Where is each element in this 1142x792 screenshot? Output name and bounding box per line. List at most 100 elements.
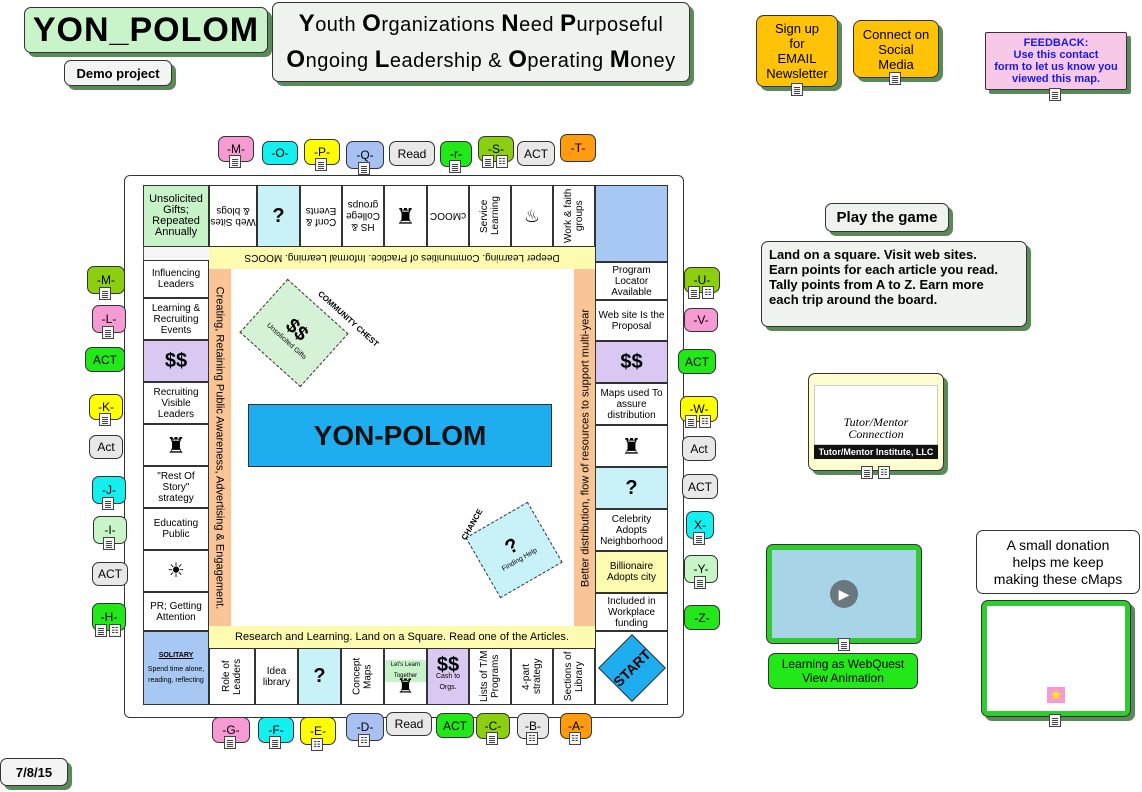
document-icon[interactable] — [358, 162, 370, 175]
letter-node-right-2[interactable]: ACT — [678, 349, 716, 374]
corner-start[interactable]: START — [595, 631, 668, 705]
document-icon[interactable] — [95, 624, 107, 637]
document-icon[interactable] — [229, 155, 241, 168]
letter-node-bottom-4[interactable]: Read — [386, 712, 432, 736]
start-square[interactable]: START — [597, 634, 666, 702]
letter-node-top-4[interactable]: Read — [389, 141, 435, 166]
document-icon[interactable] — [688, 286, 700, 299]
tile-idea-library[interactable]: Idea library — [255, 648, 298, 705]
tile-workplace-funding[interactable]: Included in Workplace funding — [595, 593, 668, 631]
tile-educating-public[interactable]: Educating Public — [143, 508, 209, 550]
tile-cash-left: $$ — [143, 340, 209, 382]
tutor-cmap-icon[interactable]: ☷ — [878, 466, 890, 479]
cmap-icon[interactable]: ☷ — [496, 155, 508, 168]
letter-node-left-7[interactable]: ACT — [92, 562, 128, 586]
corner-unsolicited[interactable]: Unsolicited Gifts; Repeated Annually — [143, 185, 209, 247]
newsletter-doc-icon[interactable] — [791, 83, 803, 96]
letter-node-top-7[interactable]: ACT — [517, 141, 555, 166]
play-icon[interactable]: ▶ — [830, 580, 858, 608]
document-icon[interactable] — [99, 413, 111, 426]
letter-node-top-0[interactable]: -M- — [218, 136, 254, 162]
social-doc-icon[interactable] — [889, 72, 901, 85]
document-icon[interactable] — [685, 415, 697, 428]
donation-flyer[interactable]: ★ — [981, 600, 1131, 717]
letter-node-right-1[interactable]: -V- — [684, 308, 718, 332]
acronym-initial: M — [609, 46, 631, 73]
acronym-text: eed — [519, 14, 561, 36]
document-icon[interactable] — [102, 497, 114, 510]
letter-node-bottom-5[interactable]: ACT — [436, 713, 474, 738]
document-icon[interactable] — [449, 160, 461, 173]
tile-cmooc[interactable]: cMOOC — [427, 185, 469, 247]
letter-node-top-8[interactable]: -T- — [560, 134, 596, 162]
tile-recruiting-visible[interactable]: Recruiting Visible Leaders — [143, 382, 209, 424]
letter-node-left-3[interactable]: -K- — [89, 394, 123, 420]
webquest-video-thumbnail[interactable]: ▶ — [766, 544, 922, 644]
tile-lists-programs[interactable]: Lists of T/M Programs — [469, 648, 511, 705]
tile-service-learning[interactable]: Service Learning — [469, 185, 511, 247]
cmap-icon[interactable]: ☷ — [569, 732, 581, 745]
document-icon[interactable] — [224, 736, 236, 749]
band-right-text: Better distribution, flow of resources t… — [579, 308, 592, 588]
tile-sections-library[interactable]: Sections of Library — [553, 648, 595, 705]
document-icon[interactable] — [486, 732, 498, 745]
cmap-icon[interactable]: ☷ — [311, 738, 323, 751]
cmap-icon[interactable]: ☷ — [526, 732, 538, 745]
letter-node-bottom-1[interactable]: -F- — [258, 717, 294, 743]
donation-box[interactable]: A small donation helps me keep making th… — [976, 530, 1140, 594]
tile-4-part-strategy[interactable]: 4-part strategy — [511, 648, 553, 705]
cmap-icon[interactable]: ☷ — [702, 286, 714, 299]
letter-node-top-1[interactable]: -O- — [262, 141, 298, 165]
email-newsletter-button[interactable]: Sign up for EMAIL Newsletter — [756, 15, 838, 87]
acronym-text: eadership & — [389, 50, 509, 72]
solitary-label: SOLITARY — [158, 652, 194, 659]
tile-hs-college[interactable]: HS & College groups — [342, 185, 384, 247]
donation-doc-icon[interactable] — [1049, 714, 1061, 727]
video-doc-icon[interactable] — [838, 638, 850, 651]
feedback-doc-icon[interactable] — [1049, 88, 1061, 101]
tile-websites-blogs[interactable]: Web Sites & blogs — [209, 185, 257, 247]
social-media-button[interactable]: Connect on Social Media — [853, 20, 939, 78]
acronym-initial: N — [501, 10, 520, 37]
tile-conf-events[interactable]: Conf & Events — [300, 185, 342, 247]
tile-role-leaders[interactable]: Role of Leaders — [209, 648, 255, 705]
tile-concept-maps[interactable]: Concept Maps — [341, 648, 384, 705]
letter-node-right-8[interactable]: -Z- — [684, 605, 720, 630]
document-icon[interactable] — [482, 155, 494, 168]
document-icon[interactable] — [99, 287, 111, 300]
letter-node-right-4[interactable]: Act — [682, 436, 716, 461]
letter-node-left-2[interactable]: ACT — [85, 347, 125, 372]
tile-lets-learn-bottom: Let's Learn Together ♜ — [384, 648, 427, 705]
tile-influencing-leaders[interactable]: Influencing Leaders — [143, 260, 209, 298]
cmap-icon[interactable]: ☷ — [699, 415, 711, 428]
tile-maps-distribution[interactable]: Maps used To assure distribution — [595, 383, 668, 425]
video-preview[interactable]: ▶ — [772, 550, 916, 638]
document-icon[interactable] — [315, 158, 327, 171]
tile-website-proposal[interactable]: Web site Is the Proposal — [595, 300, 668, 341]
tile-rest-of-story[interactable]: "Rest Of Story" strategy — [143, 466, 209, 508]
document-icon[interactable] — [694, 576, 706, 589]
corner-solitary[interactable]: SOLITARY Spend time alone, reading, refl… — [143, 631, 209, 705]
tile-pr-attention[interactable]: PR; Getting Attention — [143, 592, 209, 631]
webquest-link[interactable]: Learning as WebQuest View Animation — [768, 653, 918, 689]
band-bottom: Research and Learning. Land on a Square.… — [209, 626, 595, 648]
tutor-mentor-logo-box[interactable]: Tutor/Mentor Connection Tutor/Mentor Ins… — [808, 373, 944, 471]
letter-node-left-4[interactable]: Act — [89, 435, 123, 459]
tile-lets-come-top: ♜ — [384, 185, 427, 247]
tile-celebrity[interactable]: Celebrity Adopts Neighborhood — [595, 509, 668, 551]
document-icon[interactable] — [102, 326, 114, 339]
letter-node-right-5[interactable]: ACT — [682, 474, 718, 499]
tutor-doc-icon[interactable] — [861, 466, 873, 479]
tile-billionaire[interactable]: Billionaire Adopts city — [595, 551, 668, 593]
cash-icon: $$ — [164, 349, 188, 372]
cmap-icon[interactable]: ☷ — [109, 624, 121, 637]
document-icon[interactable] — [693, 532, 705, 545]
tile-work-faith[interactable]: Work & faith groups — [553, 185, 595, 247]
document-icon[interactable] — [269, 736, 281, 749]
cmap-icon[interactable]: ☷ — [358, 734, 370, 747]
document-icon[interactable] — [103, 537, 115, 550]
tile-learning-recruiting[interactable]: Learning & Recruiting Events — [143, 298, 209, 340]
acronym-initial: L — [374, 46, 390, 73]
feedback-button[interactable]: FEEDBACK: Use this contact form to let u… — [985, 32, 1127, 90]
tile-program-locator[interactable]: Program Locator Available — [595, 262, 668, 300]
